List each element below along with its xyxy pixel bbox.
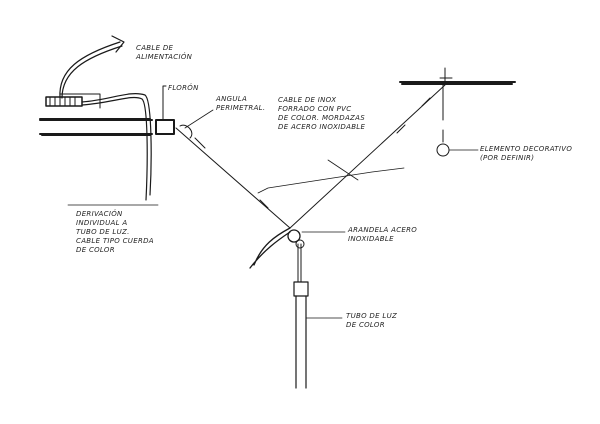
perimeter-angle-label: ANGULA PERIMETRAL. xyxy=(216,95,266,112)
washer-label: ARANDELA ACERO INOXIDABLE xyxy=(348,226,418,243)
power-cable-arrow xyxy=(59,35,125,99)
steel-cables xyxy=(175,84,446,269)
ceiling-beam xyxy=(39,118,153,136)
steel-cable-label: CABLE DE INOX FORRADO CON PVC DE COLOR. … xyxy=(278,96,366,131)
ceiling-right xyxy=(399,67,516,157)
ceiling-connector xyxy=(45,93,152,201)
light-tube xyxy=(293,243,309,389)
power-cable-label: CABLE DE ALIMENTACIÓN xyxy=(136,44,193,61)
leader-lines xyxy=(67,109,479,319)
light-tube-label: TUBO DE LUZ DE COLOR xyxy=(346,312,398,329)
floron-label: FLORÓN xyxy=(168,84,199,92)
washer xyxy=(287,229,305,249)
decorative-element-label: ELEMENTO DECORATIVO (POR DEFINIR) xyxy=(480,145,573,162)
derivation-label: DERIVACIÓN INDIVIDUAL A TUBO DE LUZ. CAB… xyxy=(76,210,154,254)
floron-box xyxy=(155,85,175,135)
